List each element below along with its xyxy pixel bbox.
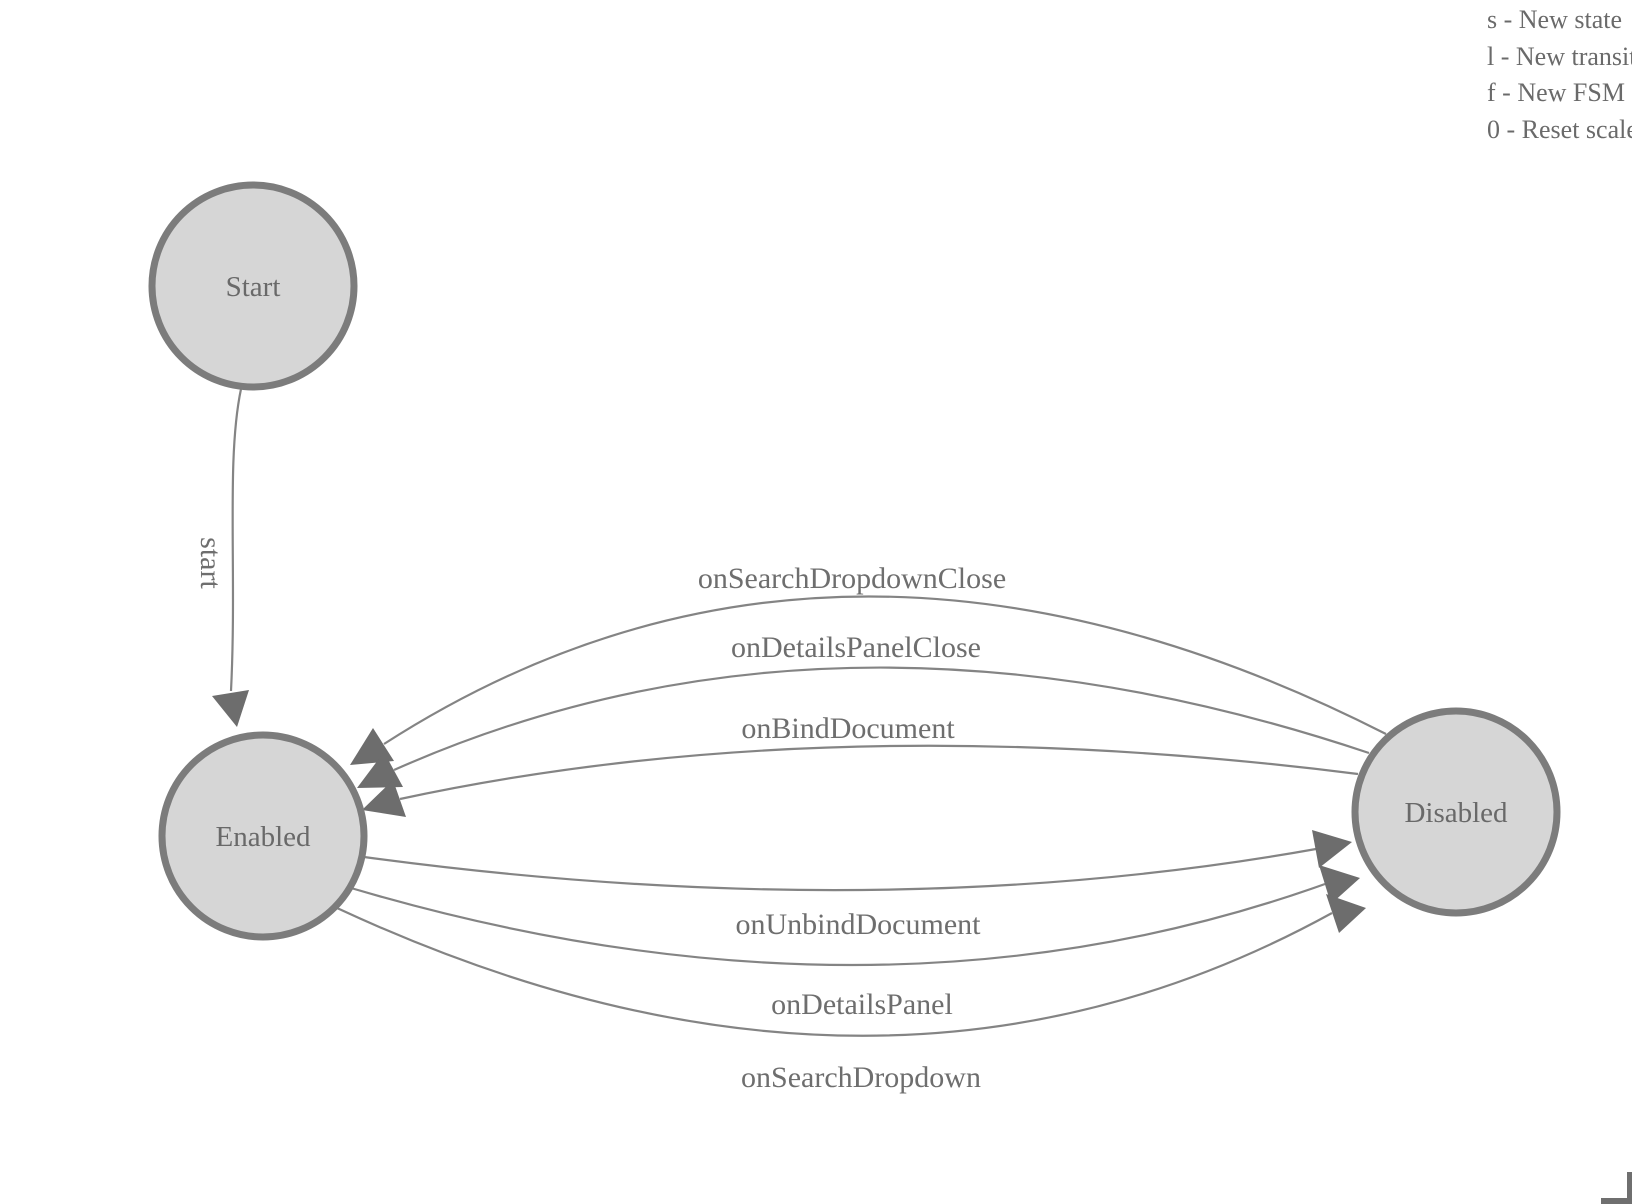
transition-edge-onSearchDropdown[interactable] xyxy=(336,907,1333,1037)
arrowhead-onBindDocument xyxy=(362,780,406,817)
canvas-corner-bracket xyxy=(1601,1172,1632,1204)
transition-label-onUnbindDocument: onUnbindDocument xyxy=(736,908,982,941)
transition-edge-start[interactable] xyxy=(229,388,243,692)
transition-edge-onSearchDropdownClose[interactable] xyxy=(383,595,1387,745)
arrowhead-onSearchDropdown xyxy=(1326,894,1366,933)
legend-line-new-fsm: f - New FSM xyxy=(1487,78,1625,107)
transition-label-onBindDocument: onBindDocument xyxy=(741,712,955,745)
state-label-disabled: Disabled xyxy=(1404,797,1508,829)
state-label-enabled: Enabled xyxy=(215,821,311,853)
transition-edge-onDetailsPanel[interactable] xyxy=(350,882,1326,967)
legend-line-new-state: s - New state xyxy=(1487,5,1623,34)
transition-edge-onBindDocument[interactable] xyxy=(399,744,1359,801)
transition-label-onSearchDropdownClose: onSearchDropdownClose xyxy=(698,562,1006,595)
arrowhead-start xyxy=(212,690,249,727)
legend-line-reset-scale: 0 - Reset scale xyxy=(1487,114,1632,144)
transition-label-start: start xyxy=(194,537,227,589)
transition-label-onSearchDropdown: onSearchDropdown xyxy=(741,1061,981,1094)
state-node-enabled[interactable]: Enabled xyxy=(158,731,368,941)
state-node-disabled[interactable]: Disabled xyxy=(1351,707,1561,917)
arrowhead-onUnbindDocument xyxy=(1312,830,1352,868)
arrowhead-onDetailsPanelClose xyxy=(357,752,403,788)
shortcut-legend: s - New state l - New transition f - New… xyxy=(1487,2,1632,148)
transition-label-onDetailsPanel: onDetailsPanel xyxy=(771,988,953,1021)
transition-label-onDetailsPanelClose: onDetailsPanelClose xyxy=(731,631,981,664)
state-node-start[interactable]: Start xyxy=(148,181,358,391)
transition-edge-onDetailsPanelClose[interactable] xyxy=(393,666,1370,772)
transition-edge-onUnbindDocument[interactable] xyxy=(363,847,1317,892)
arrowhead-onDetailsPanel xyxy=(1319,865,1360,904)
state-label-start: Start xyxy=(226,271,281,303)
legend-line-new-transition: l - New transition xyxy=(1487,41,1632,71)
